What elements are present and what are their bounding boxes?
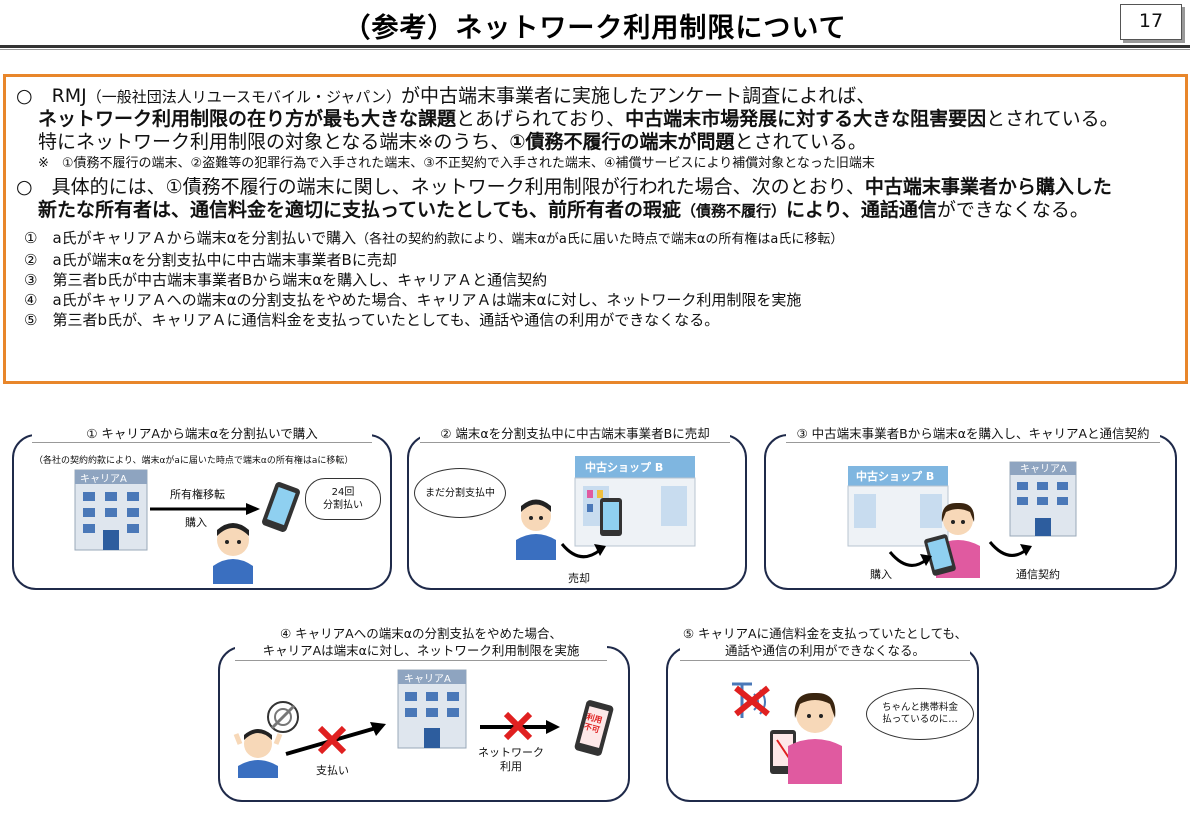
p5-paren: （債務不履行） — [680, 201, 786, 220]
title-rule — [0, 45, 1190, 48]
no-money-icon — [267, 701, 299, 733]
list-item: ⑤ 第三者b氏が、キャリアＡに通信料金を支払っていたとしても、通話や通信の利用が… — [24, 310, 720, 329]
list-item: ③ 第三者b氏が中古端末事業者Bから端末αを購入し、キャリアＡと通信契約 — [24, 270, 548, 289]
page-title: （参考）ネットワーク利用制限について — [343, 13, 847, 44]
panel-4-title-line2: キャリアAは端末αに対し、ネットワーク利用制限を実施 — [262, 643, 580, 658]
still-paying-bubble: まだ分割支払中 — [414, 468, 506, 518]
arrow-label-bottom: 購入 — [185, 516, 207, 529]
panel-1-subtitle: （各社の契約約款により、端末αがaに届いた時点で端末αの所有権はaに移転） — [34, 456, 354, 466]
p3-text2: とされている。 — [734, 130, 867, 153]
panel-5-title: ⑤ キャリアAに通信料金を支払っていたとしても、 通話や通信の利用ができなくなる… — [680, 625, 970, 661]
network-label: ネットワーク 利用 — [478, 746, 544, 773]
payment-label: 支払い — [316, 764, 349, 777]
p2-text2: とされている。 — [986, 107, 1119, 130]
complaint-bubble: ちゃんと携帯料金 払っているのに… — [866, 688, 974, 740]
list-item: ① a氏がキャリアＡから端末αを分割払いで購入（各社の契約約款により、端末αがa… — [24, 228, 1175, 250]
panel-3-title: ③ 中古端末事業者Bから端末αを購入し、キャリアAと通信契約 — [786, 425, 1160, 443]
contract-arrow — [988, 541, 1032, 557]
sell-label: 売却 — [568, 572, 590, 585]
installment-bubble: 24回 分割払い — [305, 478, 381, 520]
p1-org: （一般社団法人リユースモバイル・ジャパン） — [86, 88, 402, 106]
carrier-building-icon — [397, 669, 467, 749]
buy-label: 購入 — [870, 568, 892, 581]
p1-lead: ○ RMJ — [16, 85, 87, 107]
list-item-text: ① a氏がキャリアＡから端末αを分割払いで購入 — [24, 228, 357, 247]
used-shop-icon — [574, 456, 696, 547]
p5-bold1: 新たな所有者は、通信料金を適切に支払っていたとしても、前所有者の瑕疵 — [38, 198, 681, 221]
smartphone-icon — [262, 482, 300, 532]
person-b-worried-icon — [788, 692, 842, 784]
panel-4-title: ④ キャリアAへの端末αの分割支払をやめた場合、 キャリアAは端末αに対し、ネッ… — [235, 625, 607, 661]
used-shop-icon — [847, 466, 949, 547]
carrier-label: キャリアA — [80, 474, 127, 485]
person-a-icon — [516, 499, 556, 560]
list-item: ④ a氏がキャリアＡへの端末αの分割支払をやめた場合、キャリアＡは端末αに対し、… — [24, 290, 802, 309]
paragraph-3: 特にネットワーク利用制限の対象となる端末※のうち、①債務不履行の端末が問題とされ… — [38, 131, 1175, 154]
panel-1-title: ① キャリアAから端末αを分割払いで購入 — [32, 425, 372, 443]
p3-text1: 特にネットワーク利用制限の対象となる端末※のうち、 — [38, 130, 510, 153]
summary-box: ○ RMJ（一般社団法人リユースモバイル・ジャパン）が中古端末事業者に実施したア… — [3, 74, 1188, 384]
paragraph-2: ネットワーク利用制限の在り方が最も大きな課題とあげられており、中古端末市場発展に… — [38, 108, 1175, 131]
arrow-label-top: 所有権移転 — [170, 488, 225, 501]
p2-text1: とあげられており、 — [456, 107, 626, 130]
carrier-building-icon — [1009, 461, 1077, 537]
restricted-phone-icon — [574, 700, 614, 756]
paragraph-1: ○ RMJ（一般社団法人リユースモバイル・ジャパン）が中古端末事業者に実施したア… — [16, 85, 1175, 108]
page-number: 17 — [1120, 4, 1182, 40]
panel-5-title-line2: 通話や通信の利用ができなくなる。 — [724, 643, 925, 658]
p5-text: ができなくなる。 — [936, 198, 1089, 221]
list-item: ② a氏が端末αを分割支払中に中古端末事業者Bに売却 — [24, 250, 397, 269]
footnote: ※ ①債務不履行の端末、②盗難等の犯罪行為で入手された端末、③不正契約で入手され… — [38, 156, 875, 172]
shop-sign: 中古ショップ B — [856, 470, 935, 483]
p2-bold2: 中古端末市場発展に対する大きな阻害要因 — [625, 107, 987, 130]
p2-bold1: ネットワーク利用制限の在り方が最も大きな課題 — [38, 107, 457, 130]
transfer-arrow — [150, 503, 260, 515]
buy-arrow — [888, 551, 932, 567]
paragraph-5: 新たな所有者は、通信料金を適切に支払っていたとしても、前所有者の瑕疵（債務不履行… — [38, 199, 1175, 222]
contract-label: 通信契約 — [1016, 568, 1060, 581]
sell-arrow — [560, 543, 606, 559]
panel-4-title-line1: ④ キャリアAへの端末αの分割支払をやめた場合、 — [280, 626, 562, 641]
list-item-note: （各社の契約約款により、端末αがa氏に届いた時点で端末αの所有権はa氏に移転） — [356, 231, 844, 247]
antenna-blocked-icon — [732, 682, 770, 718]
person-a-icon — [213, 523, 253, 584]
carrier-label: キャリアA — [404, 674, 451, 685]
panel-5-title-line1: ⑤ キャリアAに通信料金を支払っていたとしても、 — [682, 626, 968, 641]
shop-sign: 中古ショップ B — [585, 461, 664, 474]
carrier-label: キャリアA — [1020, 464, 1067, 475]
p4-bold: 中古端末事業者から購入した — [864, 175, 1112, 198]
payment-stopped-cross — [317, 725, 347, 755]
p4-text: ○ 具体的には、①債務不履行の端末に関し、ネットワーク利用制限が行われた場合、次… — [16, 175, 865, 198]
person-a-worried-icon — [233, 729, 283, 778]
p3-bold: ①債務不履行の端末が問題 — [509, 130, 735, 153]
paragraph-4: ○ 具体的には、①債務不履行の端末に関し、ネットワーク利用制限が行われた場合、次… — [16, 176, 1175, 199]
smartphone-icon — [924, 534, 956, 576]
panel-2-title: ② 端末αを分割支払中に中古端末事業者Bに売却 — [420, 425, 730, 443]
title-rule-thin — [0, 49, 1190, 50]
smartphone-icon — [600, 498, 622, 536]
network-blocked-cross — [503, 711, 533, 741]
p5-bold2: により、通話通信 — [785, 198, 937, 221]
p1-rest: が中古端末事業者に実施したアンケート調査によれば、 — [401, 85, 876, 107]
carrier-building-icon — [74, 469, 148, 551]
